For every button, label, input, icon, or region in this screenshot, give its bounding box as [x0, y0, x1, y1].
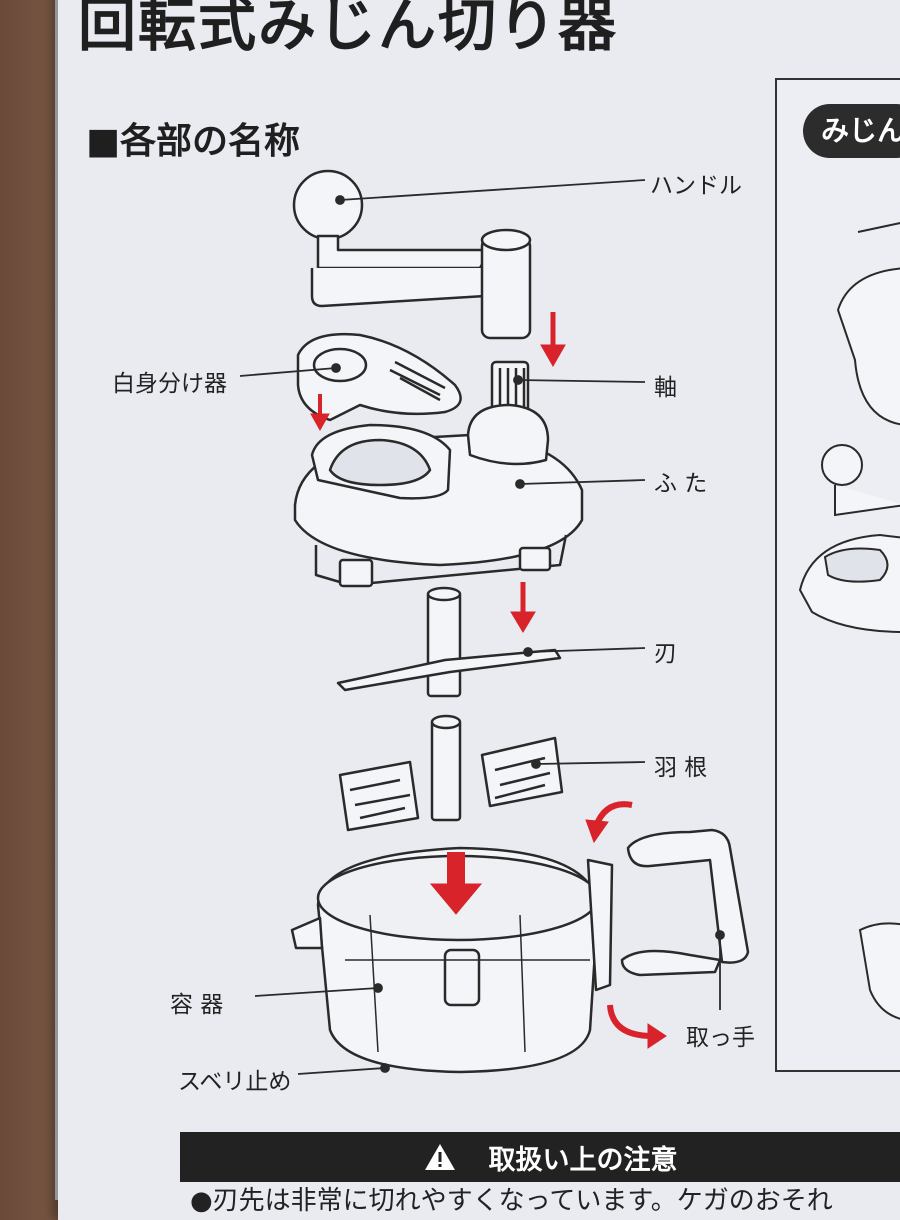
arrow-down-egg-separator [310, 394, 330, 432]
label-paddle: 羽 根 [654, 755, 708, 781]
egg-separator-part [296, 333, 462, 422]
caution-header: 取扱い上の注意 [180, 1132, 900, 1182]
label-shaft: 軸 [654, 375, 677, 401]
paddle-part [338, 714, 564, 832]
warning-icon [424, 1144, 455, 1170]
arrow-curve-bottom [607, 1004, 651, 1039]
label-egg-separator: 白身分け器 [112, 371, 227, 397]
arrow-down-handle [540, 312, 566, 368]
arrow-down-blade [510, 582, 536, 633]
lid-part [293, 403, 584, 588]
label-lid: ふ た [654, 471, 708, 497]
caution-heading: 取扱い上の注意 [488, 1144, 678, 1176]
caution-text: ●刃先は非常に切れやすくなっています。ケガのおそれ [190, 1186, 833, 1216]
product-title: 回転式みじん切り器 [78, 0, 619, 59]
label-blade: 刃 [654, 641, 677, 667]
label-handle: ハンドル [650, 173, 742, 199]
label-grip: 取っ手 [686, 1025, 755, 1051]
shaft-part [490, 360, 530, 416]
label-container: 容 器 [170, 992, 224, 1018]
label-non-slip: スベリ止め [178, 1069, 292, 1095]
blade-part [336, 586, 562, 698]
handle-part [292, 169, 532, 340]
grip-part [620, 828, 750, 977]
arrow-down-container [429, 852, 483, 915]
right-panel-pill: みじん [803, 104, 900, 158]
arrow-curve-top-head [585, 819, 609, 844]
section-heading: ■各部の名称 [86, 121, 301, 162]
arrow-curve-bottom-head [647, 1023, 667, 1049]
